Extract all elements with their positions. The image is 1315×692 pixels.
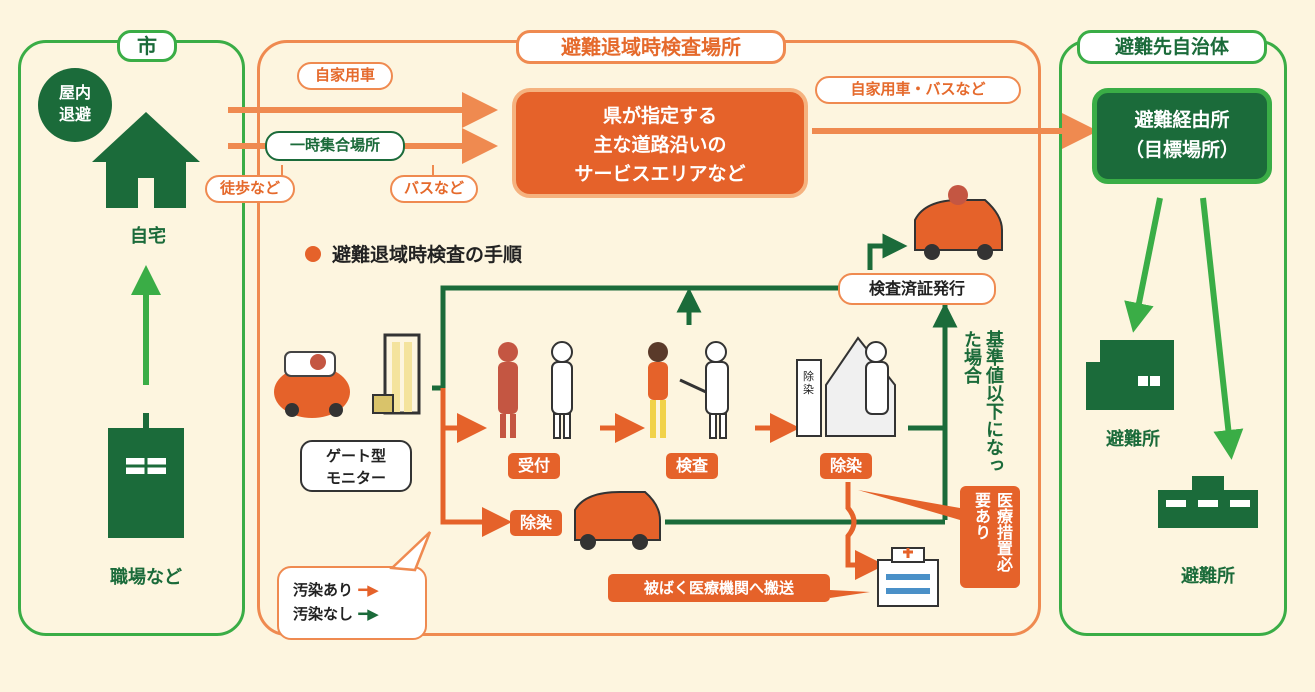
below-standard-label: 基準値以下になった場合 [961,330,1004,474]
step-decontamination: 除染 [820,453,872,479]
service-area-box: 県が指定する 主な道路沿いの サービスエリアなど [512,88,808,198]
city-title: 市 [117,30,177,62]
hospital-transport-label: 被ばく医療機関へ搬送 [608,574,830,602]
route-walk-tag: 徒歩など [205,175,295,203]
route-out-tag: 自家用車・バスなど [815,76,1021,104]
procedure-bullet-icon [305,246,321,262]
destination-title: 避難先自治体 [1077,30,1267,64]
via-station-box: 避難経由所 （目標場所） [1092,88,1272,184]
gate-monitor-label: ゲート型 モニター [300,440,412,492]
home-label: 自宅 [130,226,166,247]
shelter-label-2: 避難所 [1181,566,1235,587]
step-reception: 受付 [508,453,560,479]
step-inspection: 検査 [666,453,718,479]
orange-arrow-icon: ━▶ [358,581,379,599]
legend-item-contaminated: 汚染あり ━▶ [293,578,411,602]
step-car-decontamination: 除染 [510,510,562,536]
green-arrow-icon: ━▶ [358,605,379,623]
decon-sign-text: 除染 [803,370,814,396]
legend-box: 汚染あり ━▶ 汚染なし ━▶ [277,566,427,640]
route-bus-tag: バスなど [390,175,478,203]
route-assembly-tag: 一時集合場所 [265,131,405,161]
workplace-label: 職場など [110,567,182,588]
legend-label: 汚染なし [293,605,354,623]
shelter-badge: 屋内 退避 [38,68,112,142]
medical-needed-box: 医療措置必要あり [960,486,1020,588]
certificate-label: 検査済証発行 [838,273,996,305]
procedure-title: 避難退域時検査の手順 [332,244,523,266]
inspection-title: 避難退域時検査場所 [516,30,786,64]
legend-label: 汚染あり [293,581,354,599]
route-car-tag: 自家用車 [297,62,393,90]
legend-item-clean: 汚染なし ━▶ [293,602,411,626]
shelter-label-1: 避難所 [1106,429,1160,450]
